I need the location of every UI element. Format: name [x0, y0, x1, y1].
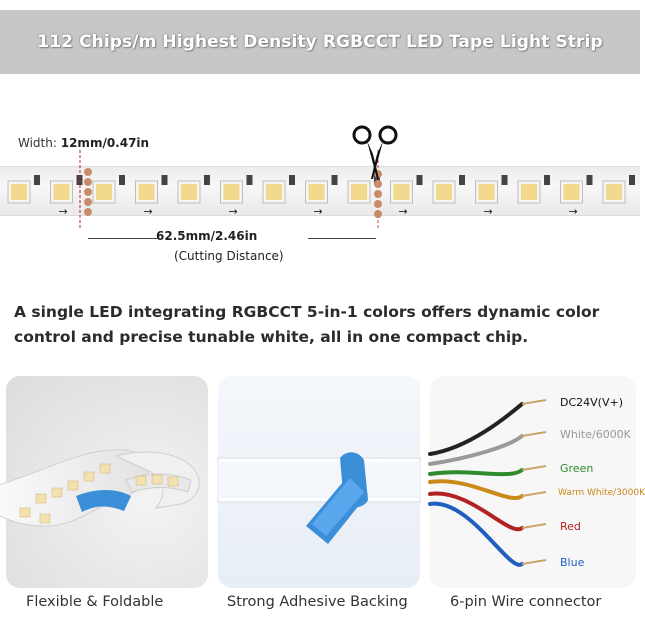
flexible-card — [0, 376, 208, 588]
title-banner: 112 Chips/m Highest Density RGBCCT LED T… — [0, 10, 640, 74]
svg-text:→: → — [399, 205, 408, 218]
width-label-text: Width: — [18, 136, 57, 150]
led-chip: → — [305, 175, 338, 218]
wire-1 — [428, 434, 524, 466]
wire-label-3: Warm White/3000K — [558, 488, 645, 498]
wire-label-5: Blue — [560, 556, 585, 569]
wire-tip-3 — [521, 491, 547, 497]
banner-title: 112 Chips/m Highest Density RGBCCT LED T… — [37, 32, 603, 52]
wire-tip-1 — [521, 431, 547, 437]
led-chip: → — [560, 175, 593, 218]
measure-line-left — [88, 238, 158, 239]
caption-wire: 6-pin Wire connector — [450, 594, 602, 610]
adhesive-tape-image — [217, 452, 421, 544]
caption-flexible: Flexible & Foldable — [26, 594, 164, 610]
led-chip: → — [390, 175, 423, 218]
scissors-icon — [352, 125, 398, 179]
svg-text:→: → — [229, 205, 238, 218]
svg-text:→: → — [314, 205, 323, 218]
caption-adhesive: Strong Adhesive Backing — [227, 594, 408, 610]
strip-diagram: Width: 12mm/0.47in → → → → → → → 62.5mm/2.46in… — [0, 110, 640, 280]
wire-label-0: DC24V(V+) — [560, 396, 623, 409]
wire-tip-5 — [521, 559, 547, 565]
six-pin-wires-image — [428, 399, 547, 567]
wire-0 — [428, 402, 524, 456]
led-chip: → — [135, 175, 168, 218]
led-chip — [602, 175, 635, 204]
wire-tip-4 — [521, 523, 547, 529]
rolled-strip-image — [0, 449, 200, 527]
feature-description: A single LED integrating RGBCCT 5-in-1 c… — [14, 303, 600, 346]
width-value: 12mm/0.47in — [60, 136, 150, 150]
cutting-distance-label: (Cutting Distance) — [174, 249, 284, 263]
led-chip — [262, 175, 295, 204]
led-chip: → — [220, 175, 253, 218]
width-label: Width: 12mm/0.47in — [18, 136, 149, 150]
led-chip — [347, 175, 380, 204]
led-chip: → — [475, 175, 508, 218]
wire-label-2: Green — [560, 462, 594, 475]
wire-2 — [428, 468, 524, 477]
wire-tip-2 — [521, 465, 547, 471]
wire-label-1: White/6000K — [560, 428, 631, 441]
led-chip — [7, 175, 40, 204]
svg-text:→: → — [144, 205, 153, 218]
adhesive-card — [217, 376, 421, 588]
measure-line-right — [308, 238, 376, 239]
wire-4 — [428, 491, 524, 532]
led-chips-graphic: → → → → → → → — [7, 175, 635, 218]
wire-5 — [428, 501, 524, 567]
svg-text:→: → — [484, 205, 493, 218]
led-chip — [177, 175, 210, 204]
led-chip — [432, 175, 465, 204]
led-tape: → → → → → → → — [0, 166, 640, 218]
cut-line-left-icon — [79, 150, 92, 230]
svg-text:→: → — [59, 205, 68, 218]
wire-3 — [428, 479, 524, 500]
svg-text:→: → — [569, 205, 578, 218]
wire-tip-0 — [521, 399, 547, 405]
led-chip — [92, 175, 125, 204]
wire-label-4: Red — [560, 520, 581, 533]
cutting-length: 62.5mm/2.46in — [156, 229, 258, 243]
cut-line-right-icon — [374, 150, 382, 230]
led-chip — [517, 175, 550, 204]
led-chip: → — [50, 175, 83, 218]
